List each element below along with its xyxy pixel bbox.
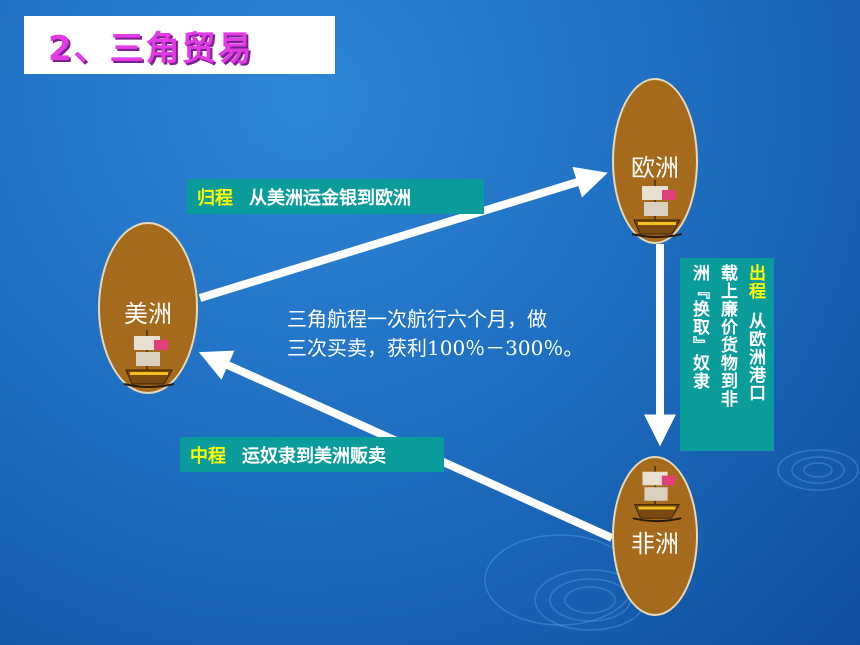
ship-icon [632,180,682,238]
outbound-leg-col-2: 载上廉价货物到非 [717,264,737,408]
return-leg-tag: 归程 [197,187,233,209]
return-leg-label: 归程 从美洲运金银到欧洲 [187,179,484,214]
ship-icon [124,330,174,388]
page-title: 2、三角贸易 [48,28,254,69]
ship-icon [632,465,682,523]
outbound-leg-col-1: 出程从欧洲港口 [744,264,766,402]
middle-leg-label: 中程 运奴隶到美洲贩卖 [180,437,444,472]
outbound-leg-tag: 出程 [745,264,765,300]
node-america-label: 美洲 [124,300,172,328]
title-box: 2、三角贸易 [24,16,335,74]
node-europe: 欧洲 [612,78,698,244]
outbound-leg-col-1-text: 从欧洲港口 [745,312,765,402]
middle-leg-text: 运奴隶到美洲贩卖 [242,445,386,467]
outbound-leg-col-3: 洲『换取』奴隶 [689,264,709,390]
summary-line-1: 三角航程一次航行六个月，做 [287,307,547,331]
node-africa-label: 非洲 [631,530,679,558]
middle-leg-tag: 中程 [190,445,226,467]
node-africa: 非洲 [612,456,698,616]
node-europe-label: 欧洲 [631,154,679,182]
node-america: 美洲 [98,222,198,394]
summary-line-2: 三次买卖，获利100％－300％。 [287,336,584,360]
arrow-right-icon [198,166,608,302]
summary-text: 三角航程一次航行六个月，做 三次买卖，获利100％－300％。 [287,305,627,363]
return-leg-text: 从美洲运金银到欧洲 [249,187,411,209]
outbound-leg-label: 出程从欧洲港口 载上廉价货物到非 洲『换取』奴隶 [680,258,774,451]
